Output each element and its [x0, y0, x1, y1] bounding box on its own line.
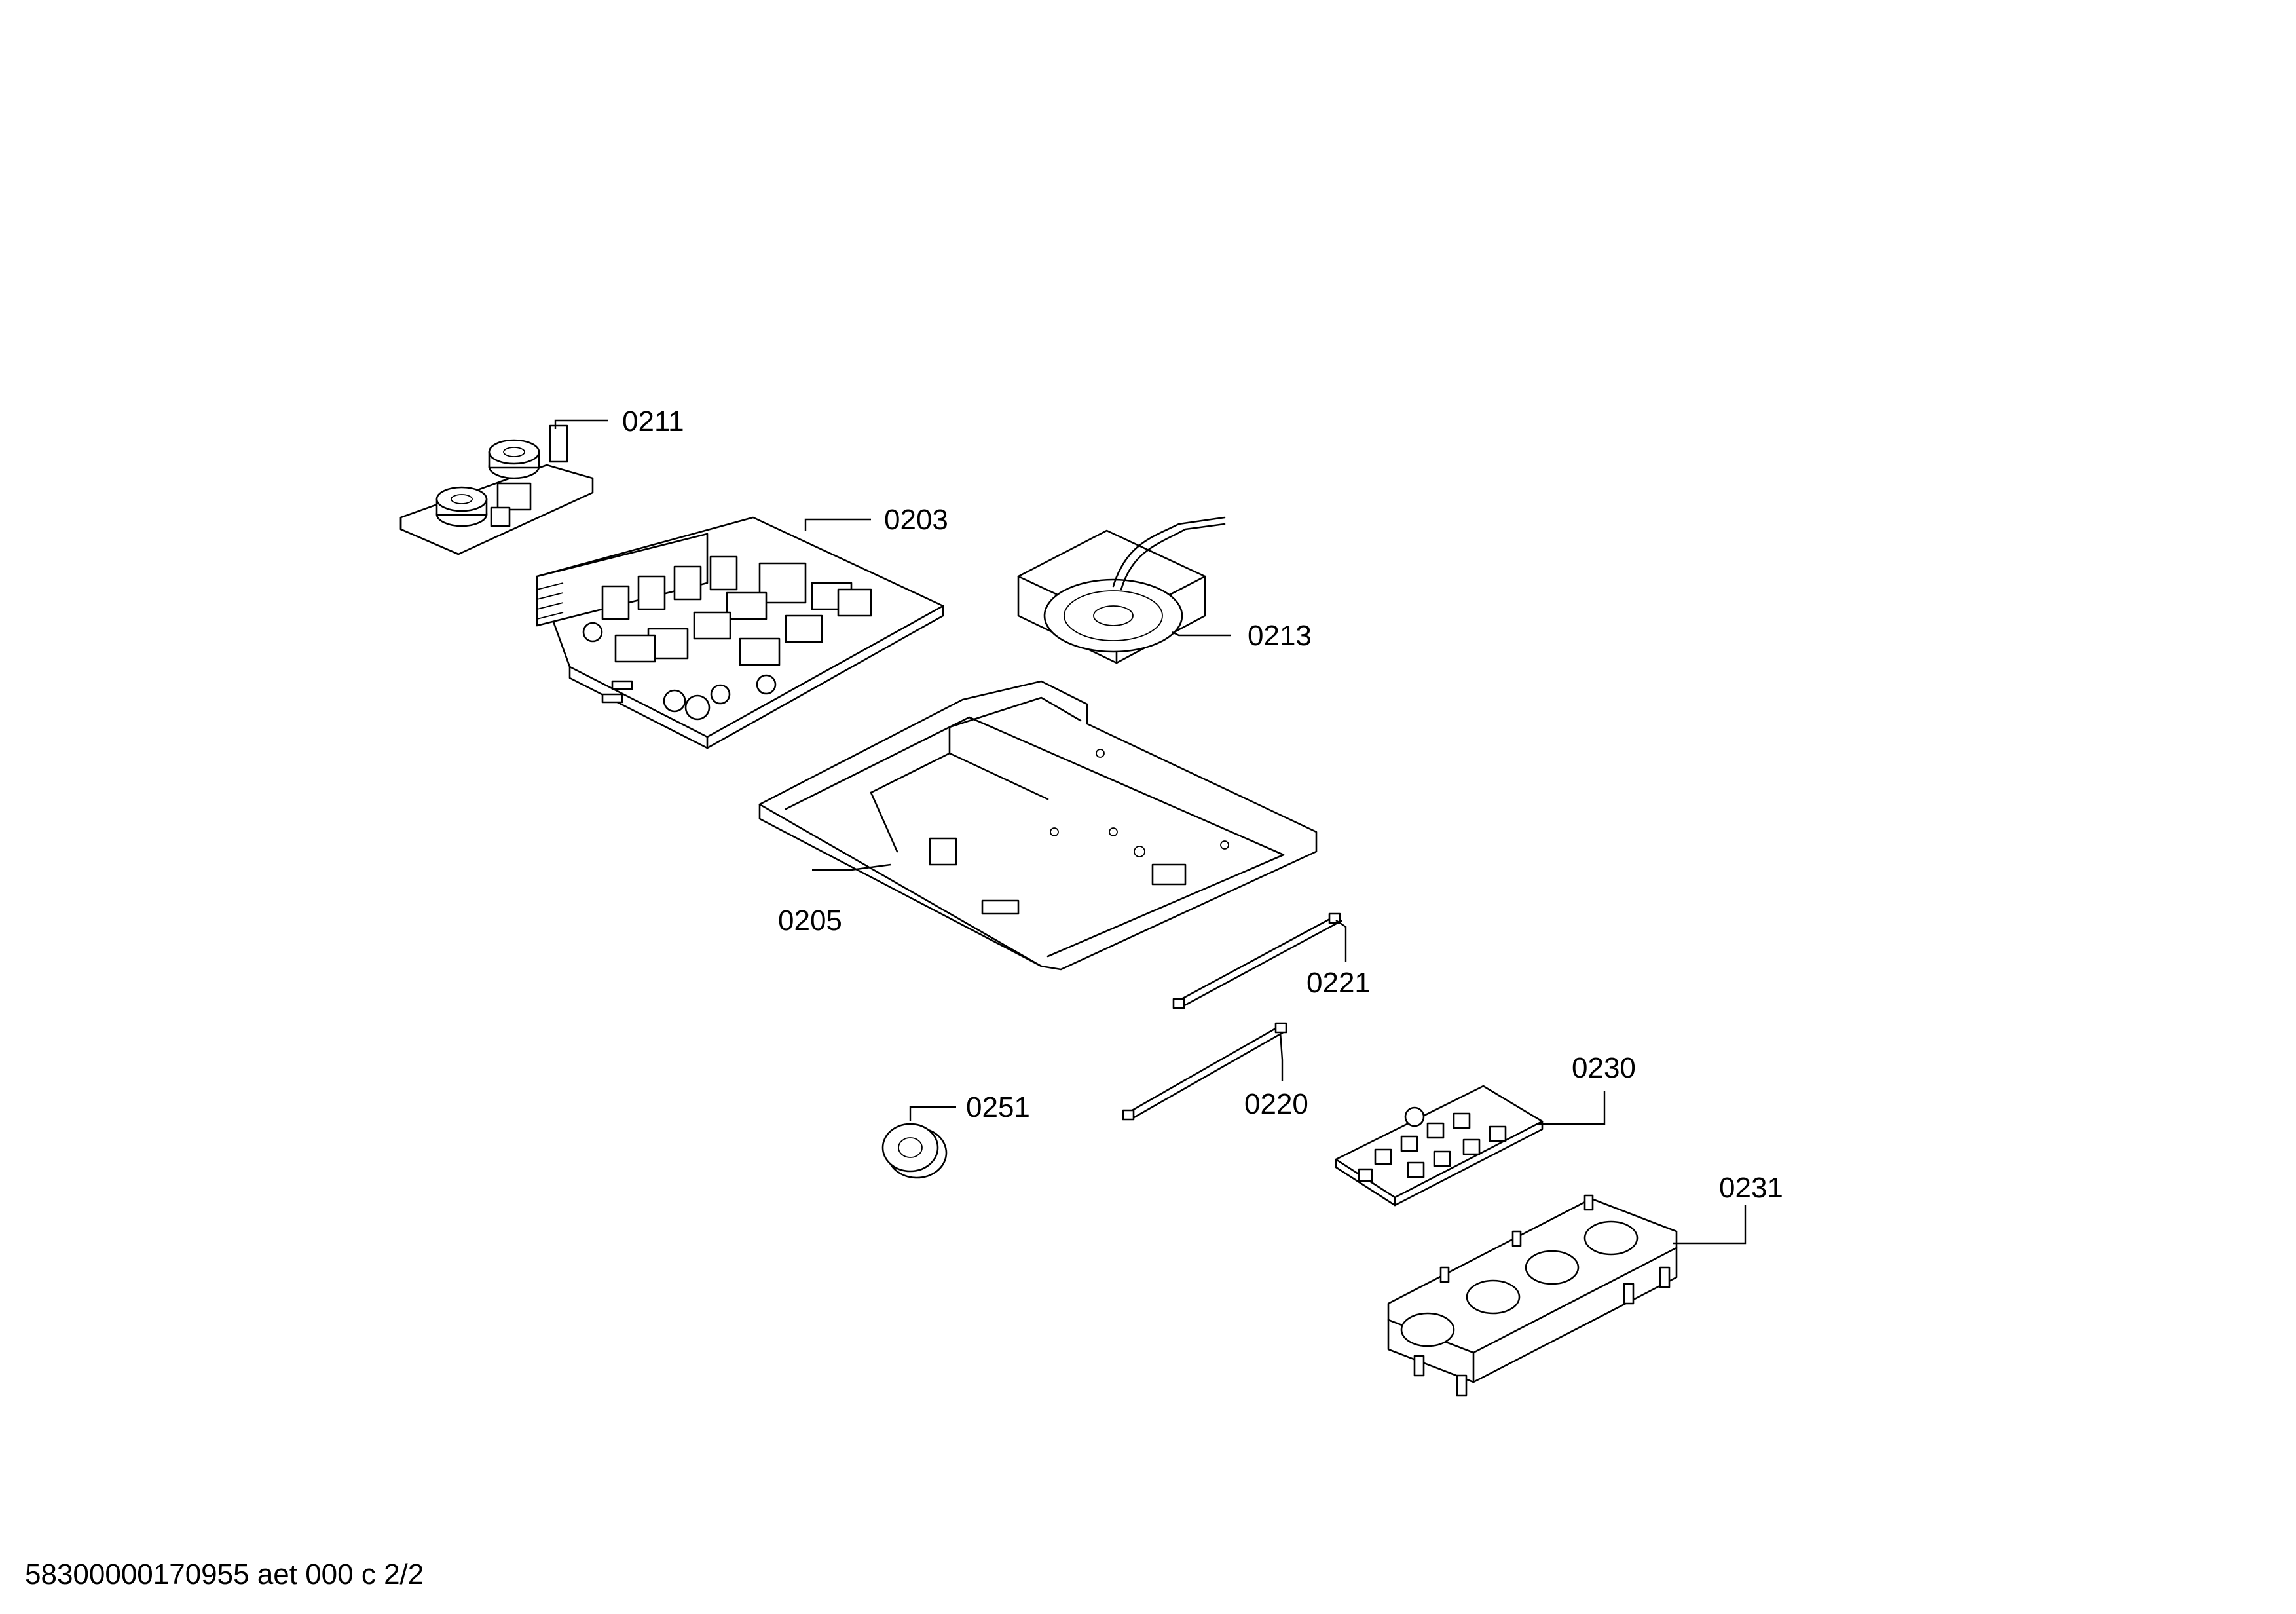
part-0221-ribbon-cable[interactable] [1172, 912, 1342, 1009]
leader-0211 [554, 419, 608, 429]
label-0220: 0220 [1244, 1088, 1308, 1120]
leader-0220 [1279, 1031, 1284, 1081]
leader-0221 [1335, 920, 1347, 962]
document-footer-id: 58300000170955 aet 000 c 2/2 [25, 1558, 424, 1590]
label-0213: 0213 [1248, 620, 1312, 652]
part-0251-ferrite-ring[interactable] [881, 1123, 948, 1179]
part-0211-filter-board[interactable] [399, 424, 594, 555]
label-0231: 0231 [1719, 1172, 1783, 1204]
part-0205-housing[interactable] [758, 680, 1318, 971]
part-0231-display-frame[interactable] [1387, 1194, 1678, 1397]
label-0221: 0221 [1306, 967, 1371, 999]
label-0230: 0230 [1572, 1052, 1636, 1084]
label-0203: 0203 [884, 504, 948, 536]
part-0203-power-board[interactable] [536, 516, 944, 749]
part-0213-fan[interactable] [1017, 516, 1226, 664]
leader-0231 [1673, 1205, 1747, 1245]
leader-0213 [1172, 631, 1231, 637]
label-0251: 0251 [966, 1091, 1030, 1123]
leader-0205 [812, 863, 891, 871]
leader-0230 [1536, 1091, 1606, 1125]
label-0211: 0211 [622, 405, 684, 438]
label-0205: 0205 [778, 905, 842, 937]
part-0230-control-board[interactable] [1335, 1085, 1544, 1207]
leader-0203 [804, 518, 871, 531]
leader-0251 [909, 1106, 956, 1121]
